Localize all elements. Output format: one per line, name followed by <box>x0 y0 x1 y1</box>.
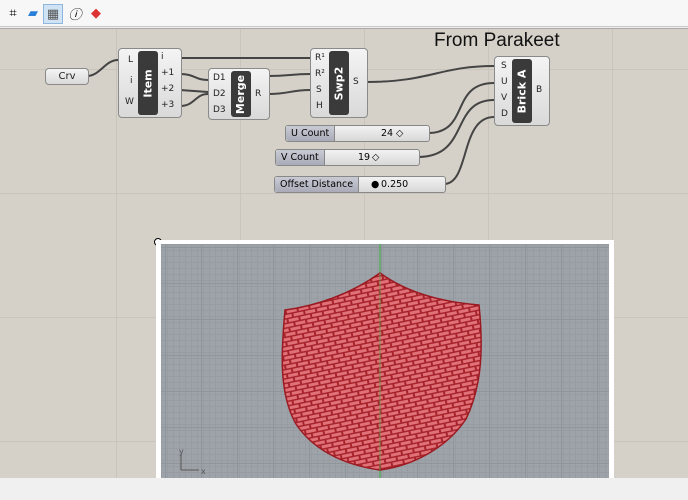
input-D[interactable]: D <box>501 109 508 119</box>
item-label: Item <box>141 68 155 98</box>
output-B[interactable]: B <box>536 85 543 95</box>
slider-grip-icon[interactable]: ◇ <box>396 128 404 139</box>
wires <box>86 57 495 185</box>
input-W[interactable]: W <box>125 97 134 107</box>
swp2-component[interactable]: R¹ R² S H Swp2 S <box>310 48 368 118</box>
output-S[interactable]: S <box>353 77 359 87</box>
axis-x-label: x <box>201 467 206 476</box>
info-icon[interactable]: ⓘ <box>68 7 82 23</box>
output-plus3[interactable]: +3 <box>161 100 175 110</box>
input-S[interactable]: S <box>501 61 507 71</box>
v-count-slider[interactable]: V Count 19 ◇ <box>275 149 420 166</box>
swp2-label: Swp2 <box>332 66 346 100</box>
output-plus2[interactable]: +2 <box>161 84 175 94</box>
crv-param[interactable]: Crv <box>45 68 89 85</box>
slider-value: 24 <box>381 128 394 139</box>
slider-label: V Count <box>276 150 325 165</box>
slider-label: U Count <box>286 126 336 141</box>
u-count-slider[interactable]: U Count 24 ◇ <box>285 125 430 142</box>
merge-label: Merge <box>234 74 248 114</box>
toolbar: ⌗ ▰ ▦ ⓘ ◆ <box>0 0 688 27</box>
slider-label: Offset Distance <box>275 177 360 192</box>
eraser-icon[interactable]: ◆ <box>91 5 101 21</box>
slider-value: 0.250 <box>381 179 409 190</box>
input-L[interactable]: L <box>128 55 134 65</box>
canvas-title: From Parakeet <box>434 30 560 51</box>
input-U[interactable]: U <box>501 77 508 87</box>
crop-icon[interactable]: ⌗ <box>9 5 17 21</box>
brick-shield-geometry: y x <box>179 244 482 478</box>
input-S[interactable]: S <box>316 85 322 95</box>
brick-a-component[interactable]: S U V D Brick A B <box>494 56 550 126</box>
output-plus1[interactable]: +1 <box>161 68 175 78</box>
axis-y-label: y <box>179 447 184 456</box>
status-bar <box>0 478 688 500</box>
crv-label: Crv <box>58 71 76 82</box>
slider-grip-icon[interactable]: ◇ <box>372 152 380 163</box>
rhino-viewport-preview[interactable]: y x <box>156 240 614 478</box>
canvas-preview-icon[interactable]: ▦ <box>43 4 63 24</box>
input-D3[interactable]: D3 <box>213 105 226 115</box>
brick-a-label: Brick A <box>515 69 529 113</box>
input-D1[interactable]: D1 <box>213 73 226 83</box>
output-R[interactable]: R <box>255 89 262 99</box>
input-R2[interactable]: R² <box>315 69 325 79</box>
input-H[interactable]: H <box>316 101 323 111</box>
offset-distance-slider[interactable]: Offset Distance ● 0.250 <box>274 176 446 193</box>
preview-window-icon[interactable]: ▰ <box>28 5 38 21</box>
input-V[interactable]: V <box>501 93 508 103</box>
input-R1[interactable]: R¹ <box>315 53 325 63</box>
input-D2[interactable]: D2 <box>213 89 226 99</box>
output-i[interactable]: i <box>161 52 164 62</box>
merge-component[interactable]: D1 D2 D3 Merge R <box>208 68 270 120</box>
item-component[interactable]: L i W Item i +1 +2 +3 <box>118 48 182 118</box>
input-i[interactable]: i <box>130 76 133 86</box>
slider-value: 19 <box>358 152 371 163</box>
slider-grip-icon[interactable]: ● <box>371 179 380 190</box>
